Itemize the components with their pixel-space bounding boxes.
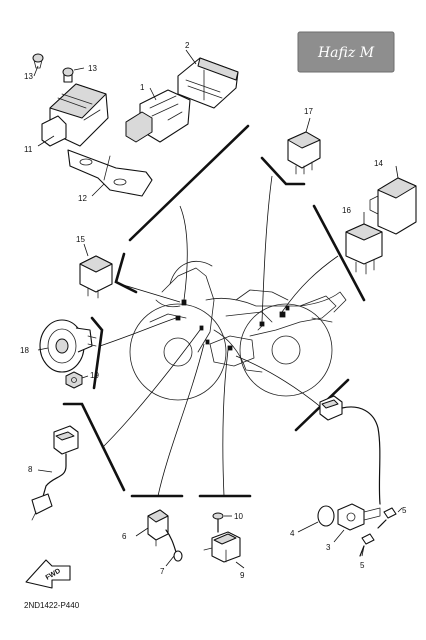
part-2-connector xyxy=(177,49,239,109)
part-17-relay xyxy=(287,117,321,175)
part-3-sensor xyxy=(319,395,381,543)
watermark-logo: Hafiz M xyxy=(297,31,395,73)
callout-7: 7 xyxy=(160,567,165,576)
forward-arrow-icon: FWD xyxy=(25,559,71,589)
callout-18: 18 xyxy=(20,346,29,355)
part-18-horn xyxy=(37,319,97,373)
callout-10: 10 xyxy=(234,512,243,521)
callout-5-lower: 5 xyxy=(360,561,365,570)
part-19-nut xyxy=(65,371,89,389)
part-7-cable-end xyxy=(165,529,183,567)
part-14-unit xyxy=(369,165,417,235)
callout-17: 17 xyxy=(304,107,313,116)
part-5-bolt-upper xyxy=(377,507,403,529)
callout-numbers: 2 1 13 13 11 12 17 14 16 15 18 19 8 6 7 … xyxy=(20,41,407,580)
callout-2: 2 xyxy=(185,41,190,50)
motorcycle-outline xyxy=(129,261,347,401)
callout-1: 1 xyxy=(140,83,145,92)
part-1-connector xyxy=(125,87,191,143)
part-13-grommet-left xyxy=(32,53,44,77)
part-13-grommet-right xyxy=(62,67,85,77)
callout-15: 15 xyxy=(76,235,85,244)
callout-4: 4 xyxy=(290,529,295,538)
part-11-ecu xyxy=(37,71,109,147)
part-12-bracket xyxy=(67,149,153,197)
callout-12: 12 xyxy=(78,194,87,203)
part-15-relay xyxy=(79,243,113,299)
callout-13-left: 13 xyxy=(24,72,33,81)
callout-5-upper: 5 xyxy=(402,506,407,515)
watermark-text: Hafiz M xyxy=(317,45,375,61)
callout-lines xyxy=(62,124,366,498)
callout-11: 11 xyxy=(24,145,33,154)
diagram-code: 2ND1422-P440 xyxy=(24,601,80,610)
callout-6: 6 xyxy=(122,532,127,541)
part-6-switch xyxy=(135,509,169,547)
part-10-screw xyxy=(212,512,232,533)
callout-19: 19 xyxy=(90,371,99,380)
callout-16: 16 xyxy=(342,206,351,215)
part-4-o-ring xyxy=(297,505,335,533)
part-8-sensor xyxy=(31,425,79,521)
part-5-bolt-lower xyxy=(359,533,375,557)
callout-9: 9 xyxy=(240,571,245,580)
callout-8: 8 xyxy=(28,465,33,474)
part-16-relay xyxy=(345,212,383,275)
callout-3: 3 xyxy=(326,543,331,552)
callout-13-right: 13 xyxy=(88,64,97,73)
callout-14: 14 xyxy=(374,159,383,168)
part-9-sensor xyxy=(203,531,245,569)
